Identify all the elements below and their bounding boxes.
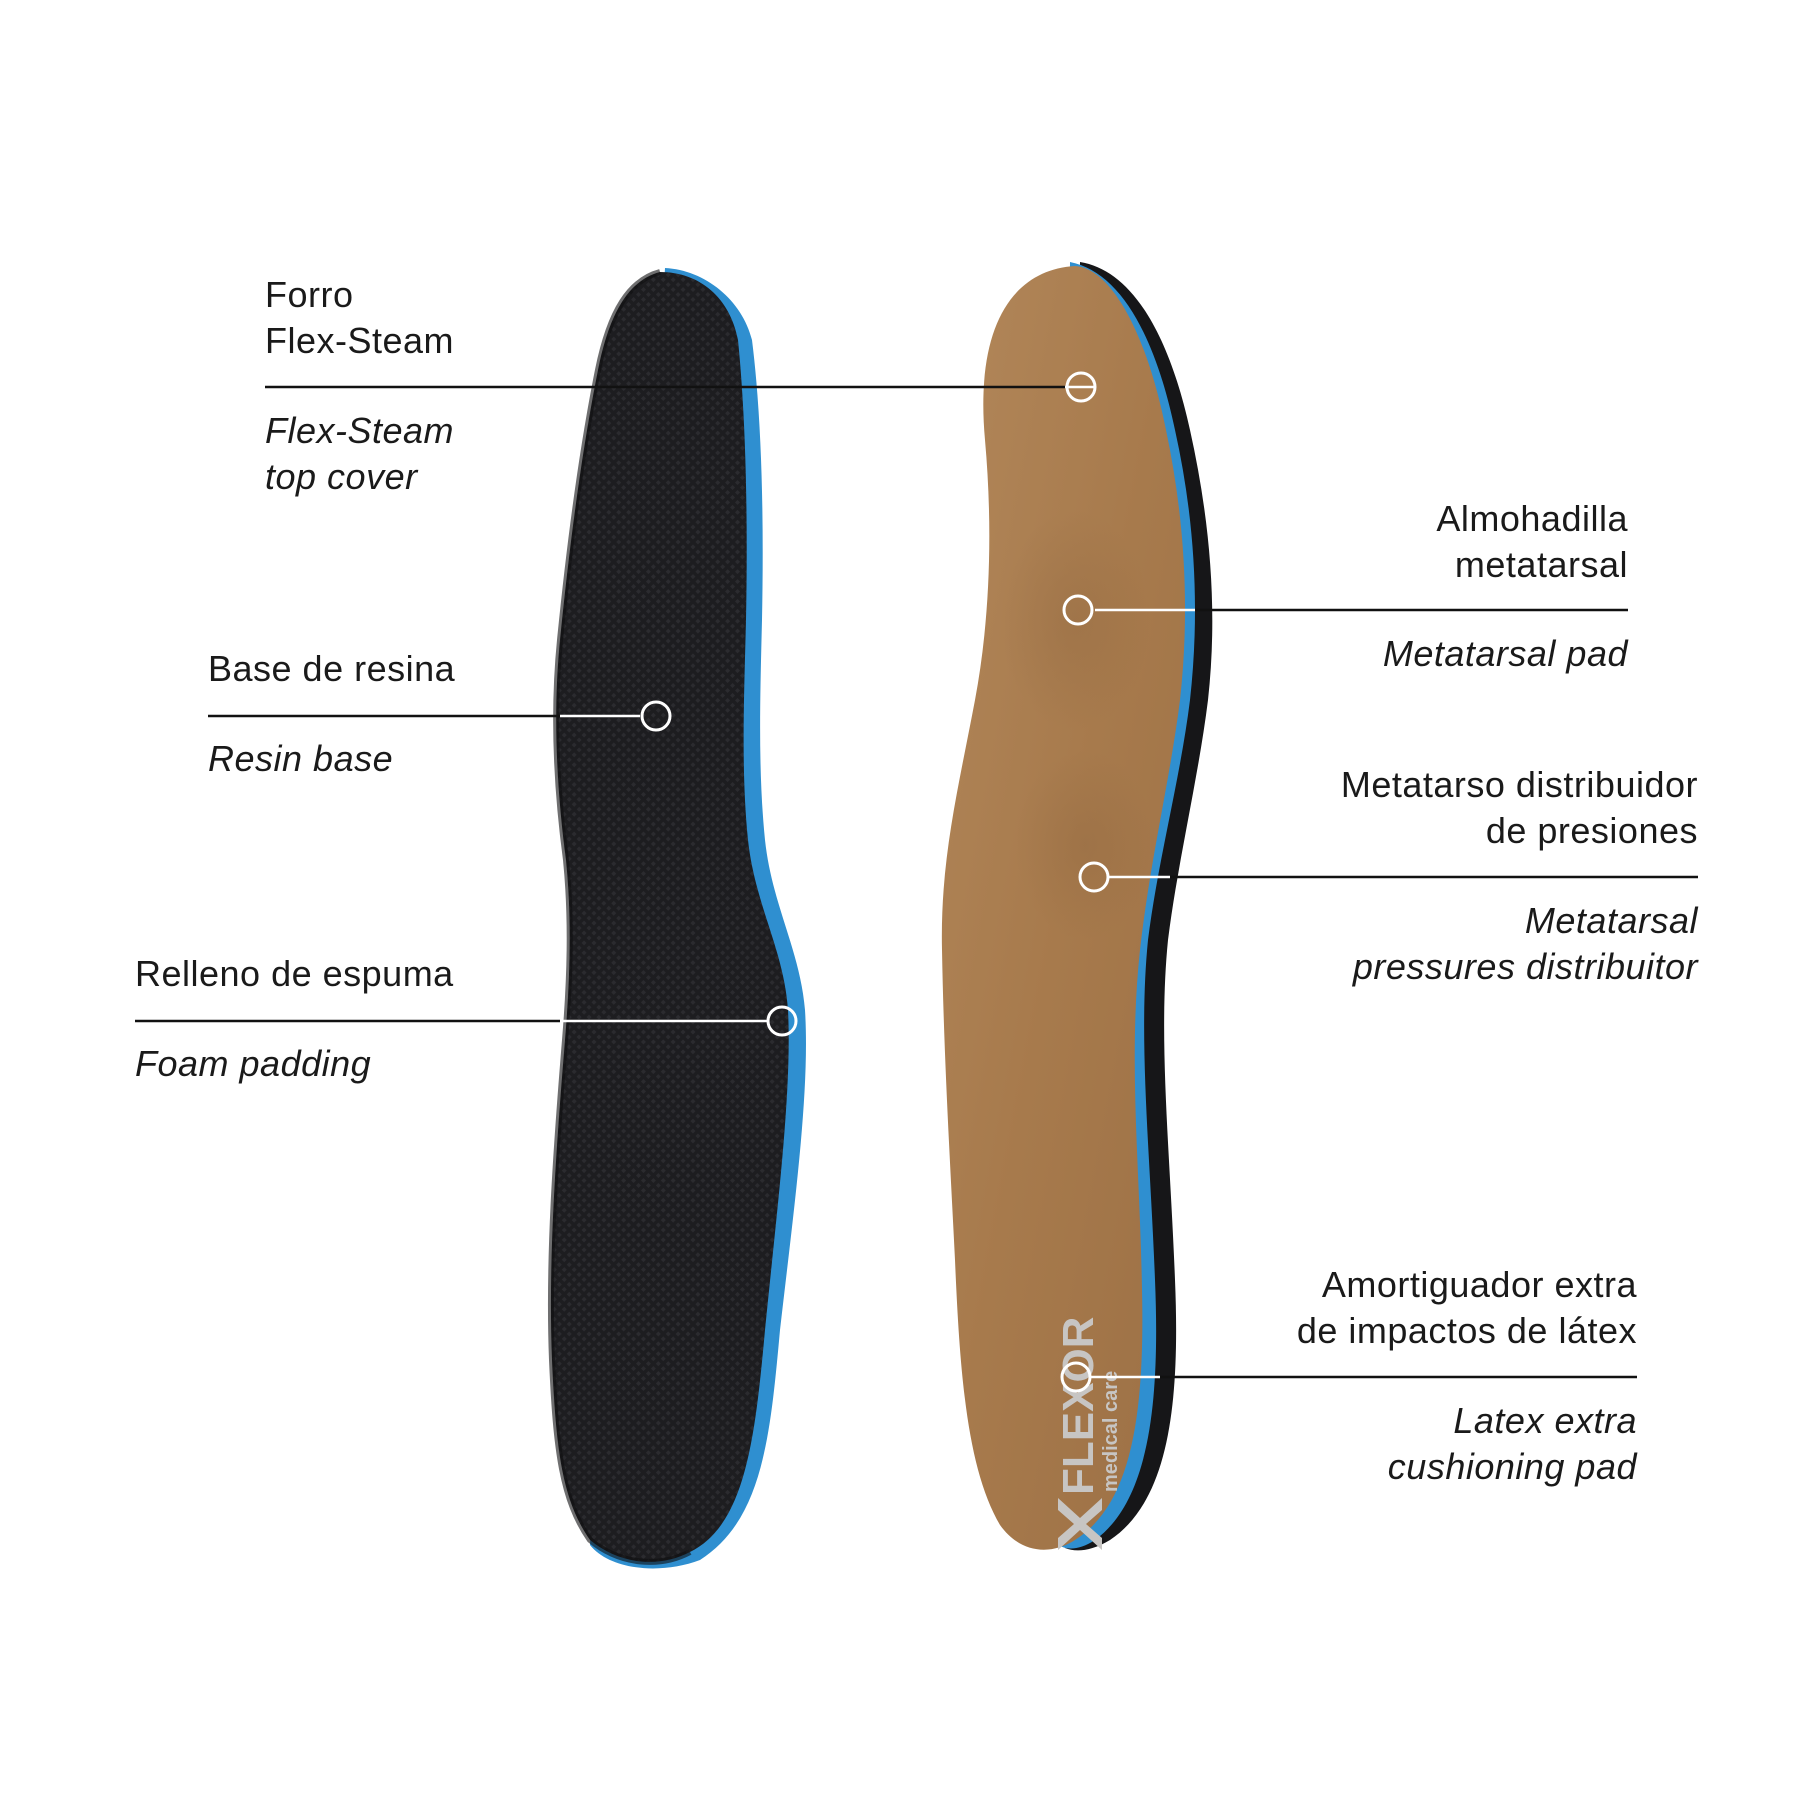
foam-padding-label-en: Foam padding bbox=[135, 1041, 371, 1087]
resin-base-label-en: Resin base bbox=[208, 736, 393, 782]
text-line: Base de resina bbox=[208, 648, 456, 689]
right-insole: FLEXOR medical care bbox=[941, 262, 1213, 1551]
logo-brand: FLEXOR bbox=[1054, 1317, 1103, 1495]
callouts bbox=[135, 385, 1698, 1379]
metatarsal-pad-marker bbox=[1062, 594, 1094, 626]
text-line: metatarsal bbox=[1454, 544, 1628, 585]
top-cover-marker bbox=[1065, 371, 1097, 403]
metatarsal-pad-label-en: Metatarsal pad bbox=[1383, 631, 1628, 677]
latex-pad-marker bbox=[1060, 1361, 1092, 1393]
resin-base-label-es: Base de resina bbox=[208, 646, 455, 692]
left-insole bbox=[547, 268, 806, 1569]
logo-tagline: medical care bbox=[1100, 1371, 1122, 1492]
text-line: Almohadilla bbox=[1436, 498, 1628, 539]
text-line: de presiones bbox=[1485, 810, 1698, 851]
pressure-distributor-label-en: Metatarsal pressures distribuitor bbox=[1353, 898, 1698, 990]
text-line: Metatarsal pad bbox=[1382, 633, 1628, 674]
latex-pad-label-en: Latex extra cushioning pad bbox=[1388, 1398, 1637, 1490]
text-line: Foam padding bbox=[135, 1043, 372, 1084]
top-cover-label-en: Flex-Steam top cover bbox=[265, 408, 454, 500]
text-line: Resin base bbox=[208, 738, 394, 779]
pressure-distributor-label-es: Metatarso distribuidor de presiones bbox=[1341, 762, 1698, 854]
text-line: Metatarsal bbox=[1524, 900, 1698, 941]
text-line: Metatarso distribuidor bbox=[1340, 764, 1698, 805]
metatarsal-pad-label-es: Almohadilla metatarsal bbox=[1436, 496, 1628, 588]
flexor-logo: FLEXOR medical care bbox=[1054, 1317, 1122, 1550]
foam-padding-marker bbox=[766, 1005, 798, 1037]
resin-base-marker bbox=[640, 700, 672, 732]
text-line: Relleno de espuma bbox=[135, 953, 454, 994]
text-line: cushioning pad bbox=[1387, 1446, 1637, 1487]
resin-base-left bbox=[550, 272, 789, 1562]
foam-padding-label-es: Relleno de espuma bbox=[135, 951, 454, 997]
text-line: Forro bbox=[265, 274, 354, 315]
text-line: Flex-Steam bbox=[265, 320, 455, 361]
text-line: Amortiguador extra bbox=[1321, 1264, 1637, 1305]
text-line: Latex extra bbox=[1453, 1400, 1637, 1441]
pressure-distributor-marker bbox=[1078, 861, 1110, 893]
text-line: Flex-Steam bbox=[265, 410, 455, 451]
text-line: de impactos de látex bbox=[1296, 1310, 1637, 1351]
text-line: pressures distribuitor bbox=[1352, 946, 1698, 987]
latex-pad-label-es: Amortiguador extra de impactos de látex bbox=[1297, 1262, 1637, 1354]
top-cover-label-es: Forro Flex-Steam bbox=[265, 272, 454, 364]
text-line: top cover bbox=[265, 456, 418, 497]
x-logo-icon bbox=[1058, 1498, 1102, 1550]
